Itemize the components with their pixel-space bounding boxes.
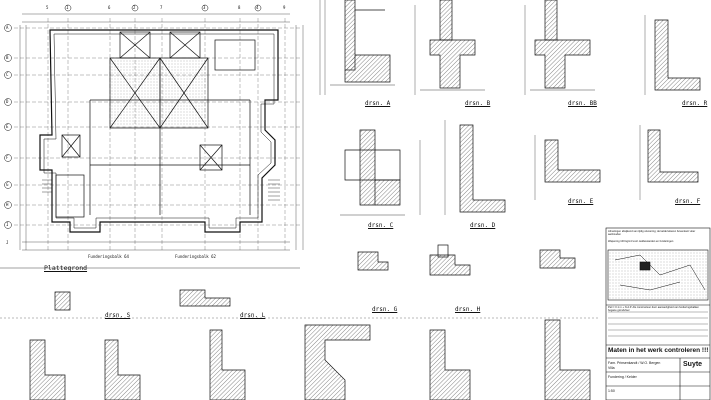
detail-label-s: drsn. S — [105, 312, 131, 319]
plan-note-right: Funderingsbalk 62 — [175, 254, 216, 259]
plan-dimensions — [19, 13, 304, 251]
grid-label-f: F — [6, 155, 9, 160]
stair-right — [268, 179, 280, 201]
detail-label-h: drsn. H — [455, 306, 481, 313]
grid-label-7: 7 — [160, 5, 163, 10]
note-block-1: Afmetingen afwijkend van tijdig uitvoeri… — [608, 230, 696, 236]
plan-grid — [14, 18, 300, 250]
detail-label-bb: drsn. BB — [568, 100, 597, 107]
detail-b — [414, 0, 485, 95]
stair-left — [42, 179, 52, 193]
detail-label-r: drsn. R — [682, 100, 708, 107]
company-logo: Suyte — [683, 361, 703, 368]
detail-f — [639, 125, 699, 200]
detail-label-b: drsn. B — [465, 100, 491, 107]
floor-plan — [0, 4, 304, 269]
detail-e — [534, 135, 601, 200]
detail-a — [319, 0, 395, 95]
detail-label-f: drsn. F — [675, 198, 701, 205]
middle-details — [54, 244, 576, 311]
titleblock-banner: Maten in het werk controleren !!! — [608, 347, 709, 354]
grid-label-1: 1 — [66, 5, 69, 10]
location-map — [607, 249, 709, 301]
detail-r — [644, 15, 701, 95]
titleblock-project-2: Villa — [608, 366, 615, 370]
grid-label-d: D — [6, 99, 9, 104]
detail-label-g: drsn. G — [372, 306, 398, 313]
stair-box-2 — [169, 31, 201, 59]
grid-label-4: 4 — [256, 5, 259, 10]
grid-label-j: J — [6, 240, 9, 245]
detail-bb — [524, 0, 595, 95]
grid-label-h: H — [6, 202, 9, 207]
detail-label-e: drsn. E — [568, 198, 594, 205]
grid-label-2: 2 — [133, 5, 136, 10]
grid-label-b: B — [6, 55, 9, 60]
grid-label-6: 6 — [108, 5, 111, 10]
titleblock-project-1: Fam. Prinsenkandt / W.O. Bergen — [608, 361, 661, 365]
titleblock-scale: 1:50 — [608, 389, 615, 393]
detail-label-c: drsn. C — [368, 222, 394, 229]
note-block-3: Peil = 0.1 m + N.A.P. Als constructeur d… — [608, 306, 699, 312]
foundation-outline — [39, 29, 279, 233]
grid-label-3: 3 — [203, 5, 206, 10]
plan-note-left: Funderingsbalk 64 — [88, 254, 129, 259]
detail-c — [340, 129, 405, 216]
note-block-2: Wapening 100 kg/m3 excl. kelderwanden en… — [608, 240, 674, 243]
grid-label-5: 5 — [46, 5, 49, 10]
grid-label-g: G — [6, 182, 9, 187]
titleblock-frame — [605, 227, 711, 400]
grid-label-i: I — [6, 222, 9, 227]
grid-bubbles — [4, 4, 262, 229]
stair-box-1 — [119, 31, 151, 59]
plan-title: Plattegrond — [44, 264, 88, 272]
grid-label-8: 8 — [238, 5, 241, 10]
grid-label-c: C — [6, 72, 9, 77]
detail-d — [419, 120, 506, 215]
titleblock-drawing: Fundering / Kelder — [608, 375, 637, 379]
grid-label-e: E — [6, 124, 9, 129]
detail-label-l: drsn. L — [240, 312, 266, 319]
detail-label-d: drsn. D — [470, 222, 496, 229]
detail-label-a: drsn. A — [365, 100, 391, 107]
grid-label-9: 9 — [283, 5, 286, 10]
detail-sections — [319, 0, 701, 216]
grid-label-a: A — [6, 25, 9, 30]
bottom-sections — [0, 317, 600, 400]
